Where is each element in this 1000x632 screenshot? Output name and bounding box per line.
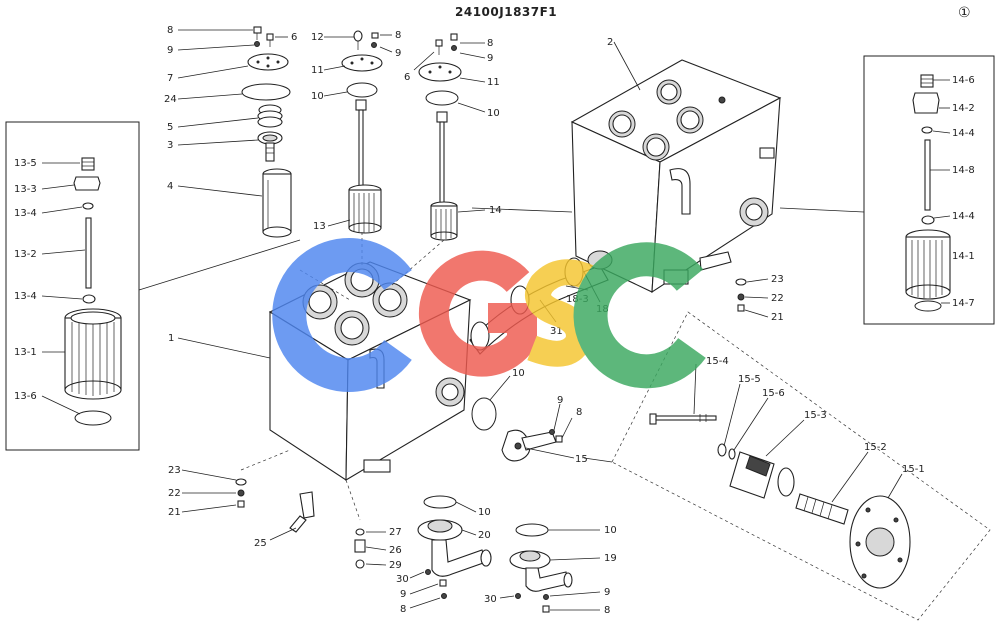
label-15-4: 15-4 xyxy=(706,356,729,367)
label-20: 20 xyxy=(478,530,491,541)
label-10b: 10 xyxy=(487,108,500,119)
label-13-3: 13-3 xyxy=(14,184,37,195)
label-14-1: 14-1 xyxy=(952,251,975,262)
label-11b: 11 xyxy=(487,77,500,88)
label-7: 7 xyxy=(167,73,173,84)
label-13: 13 xyxy=(313,221,326,232)
label-22b: 22 xyxy=(168,488,181,499)
label-13-4b: 13-4 xyxy=(14,291,37,302)
label-8e: 8 xyxy=(400,604,406,615)
label-13-5: 13-5 xyxy=(14,158,37,169)
label-8c: 8 xyxy=(487,38,493,49)
label-10d: 10 xyxy=(478,507,491,518)
label-8f: 8 xyxy=(604,605,610,616)
label-15-5: 15-5 xyxy=(738,374,761,385)
label-14-2: 14-2 xyxy=(952,103,975,114)
detail-box-14 xyxy=(779,55,995,325)
label-27: 27 xyxy=(389,527,402,538)
label-2: 2 xyxy=(607,37,613,48)
label-19: 19 xyxy=(604,553,617,564)
label-11a: 11 xyxy=(311,65,324,76)
label-12: 12 xyxy=(311,32,324,43)
valve-stack xyxy=(354,528,387,569)
label-15-6: 15-6 xyxy=(762,388,785,399)
label-9e: 9 xyxy=(400,589,406,600)
label-14: 14 xyxy=(489,205,502,216)
label-31: 31 xyxy=(550,326,563,337)
label-21b: 21 xyxy=(168,507,181,518)
label-23a: 23 xyxy=(771,274,784,285)
drain-plug-left xyxy=(181,449,315,541)
label-14-8: 14-8 xyxy=(952,165,975,176)
label-14-4b: 14-4 xyxy=(952,211,975,222)
detail-box-15 xyxy=(611,311,991,621)
label-26: 26 xyxy=(389,545,402,556)
label-15: 15 xyxy=(575,454,588,465)
label-10a: 10 xyxy=(311,91,324,102)
label-8b: 8 xyxy=(395,30,401,41)
drain-plug-right xyxy=(735,278,769,318)
label-9d: 9 xyxy=(557,395,563,406)
parts-column-middle xyxy=(323,30,393,234)
detail-box-13 xyxy=(5,121,301,451)
drawing-number: 24100J1837F1 xyxy=(455,5,557,19)
suction-pipe-20 xyxy=(409,495,492,609)
sheet-number: ① xyxy=(958,5,971,21)
label-13-2: 13-2 xyxy=(14,249,37,260)
watermark-logo xyxy=(272,238,706,392)
label-10c: 10 xyxy=(512,368,525,379)
parts-column-right xyxy=(413,33,486,241)
flange-15 xyxy=(471,375,613,463)
label-9a: 9 xyxy=(167,45,173,56)
label-10e: 10 xyxy=(604,525,617,536)
parts-column-left xyxy=(177,26,292,238)
label-8a: 8 xyxy=(167,25,173,36)
label-6a: 6 xyxy=(291,32,297,43)
label-9f: 9 xyxy=(604,587,610,598)
label-15-2: 15-2 xyxy=(864,442,887,453)
label-14-6: 14-6 xyxy=(952,75,975,86)
label-29: 29 xyxy=(389,560,402,571)
label-22a: 22 xyxy=(771,293,784,304)
label-15-3: 15-3 xyxy=(804,410,827,421)
label-4: 4 xyxy=(167,181,173,192)
label-3: 3 xyxy=(167,140,173,151)
label-14-7: 14-7 xyxy=(952,298,975,309)
label-21a: 21 xyxy=(771,312,784,323)
label-13-6: 13-6 xyxy=(14,391,37,402)
label-30a: 30 xyxy=(396,574,409,585)
label-9b: 9 xyxy=(395,48,401,59)
label-1: 1 xyxy=(168,333,174,344)
label-23b: 23 xyxy=(168,465,181,476)
label-24: 24 xyxy=(164,94,177,105)
label-25: 25 xyxy=(254,538,267,549)
label-13-4a: 13-4 xyxy=(14,208,37,219)
label-15-1: 15-1 xyxy=(902,464,925,475)
label-30b: 30 xyxy=(484,594,497,605)
label-14-4a: 14-4 xyxy=(952,128,975,139)
label-9c: 9 xyxy=(487,53,493,64)
label-13-1: 13-1 xyxy=(14,347,37,358)
label-8d: 8 xyxy=(576,407,582,418)
suction-pipe-19 xyxy=(499,523,601,613)
tank-2 xyxy=(570,41,782,294)
label-6b: 6 xyxy=(404,72,410,83)
label-5: 5 xyxy=(167,122,173,133)
